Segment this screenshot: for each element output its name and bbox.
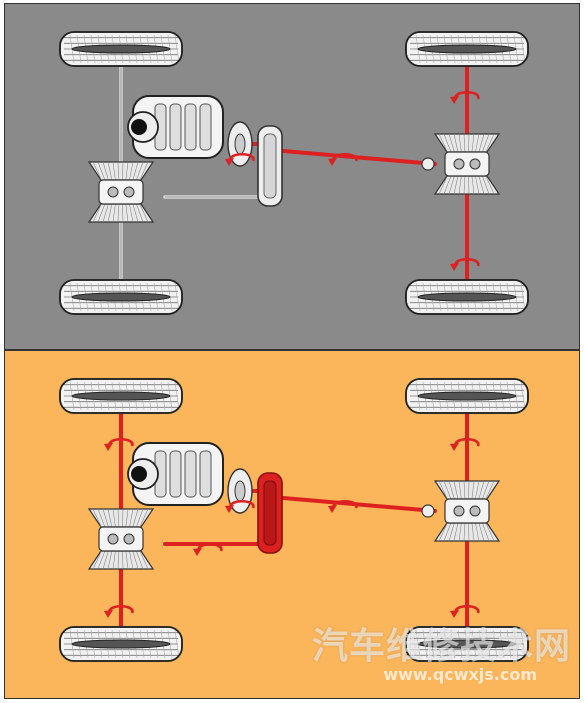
- rear-propeller-shaft: [258, 494, 437, 513]
- propeller-rotation-arrow: [328, 499, 358, 513]
- front-left-rotation-arrow: [104, 437, 134, 451]
- rear-left-tire: [405, 378, 529, 414]
- drivetrain-top: [5, 4, 579, 349]
- front-right-rotation-arrow: [104, 604, 134, 618]
- rear-differential: [433, 133, 501, 195]
- rear-right-rotation-arrow: [450, 604, 480, 618]
- rear-differential: [433, 480, 501, 542]
- rear-right-tire: [405, 279, 529, 315]
- drivetrain-bottom: [5, 351, 579, 698]
- output-rotation-arrow: [225, 152, 255, 166]
- rear-pinion: [421, 157, 435, 171]
- drivetrain-diagram-2wd: [5, 4, 579, 349]
- rear-right-rotation-arrow: [450, 257, 480, 271]
- front-shaft-rotation-arrow: [193, 542, 223, 556]
- propeller-rotation-arrow: [328, 152, 358, 166]
- transfer-case: [257, 125, 283, 207]
- rear-propeller-shaft: [258, 147, 437, 166]
- rear-pinion: [421, 504, 435, 518]
- front-right-tire: [59, 279, 183, 315]
- front-left-tire: [59, 378, 183, 414]
- drivetrain-diagram-4wd: [5, 351, 579, 698]
- transfer-case: [257, 472, 283, 554]
- front-differential: [87, 161, 155, 223]
- two-wheel-drive-panel: [4, 3, 580, 350]
- rear-left-rotation-arrow: [450, 437, 480, 451]
- four-wheel-drive-panel: 汽车维修技术网 www.qcwxjs.com: [4, 350, 580, 699]
- engine: [127, 95, 224, 159]
- front-right-tire: [59, 626, 183, 662]
- front-left-tire: [59, 31, 183, 67]
- rear-left-rotation-arrow: [450, 90, 480, 104]
- rear-right-tire: [405, 626, 529, 662]
- front-differential: [87, 508, 155, 570]
- engine: [127, 442, 224, 506]
- output-rotation-arrow: [225, 499, 255, 513]
- rear-left-tire: [405, 31, 529, 67]
